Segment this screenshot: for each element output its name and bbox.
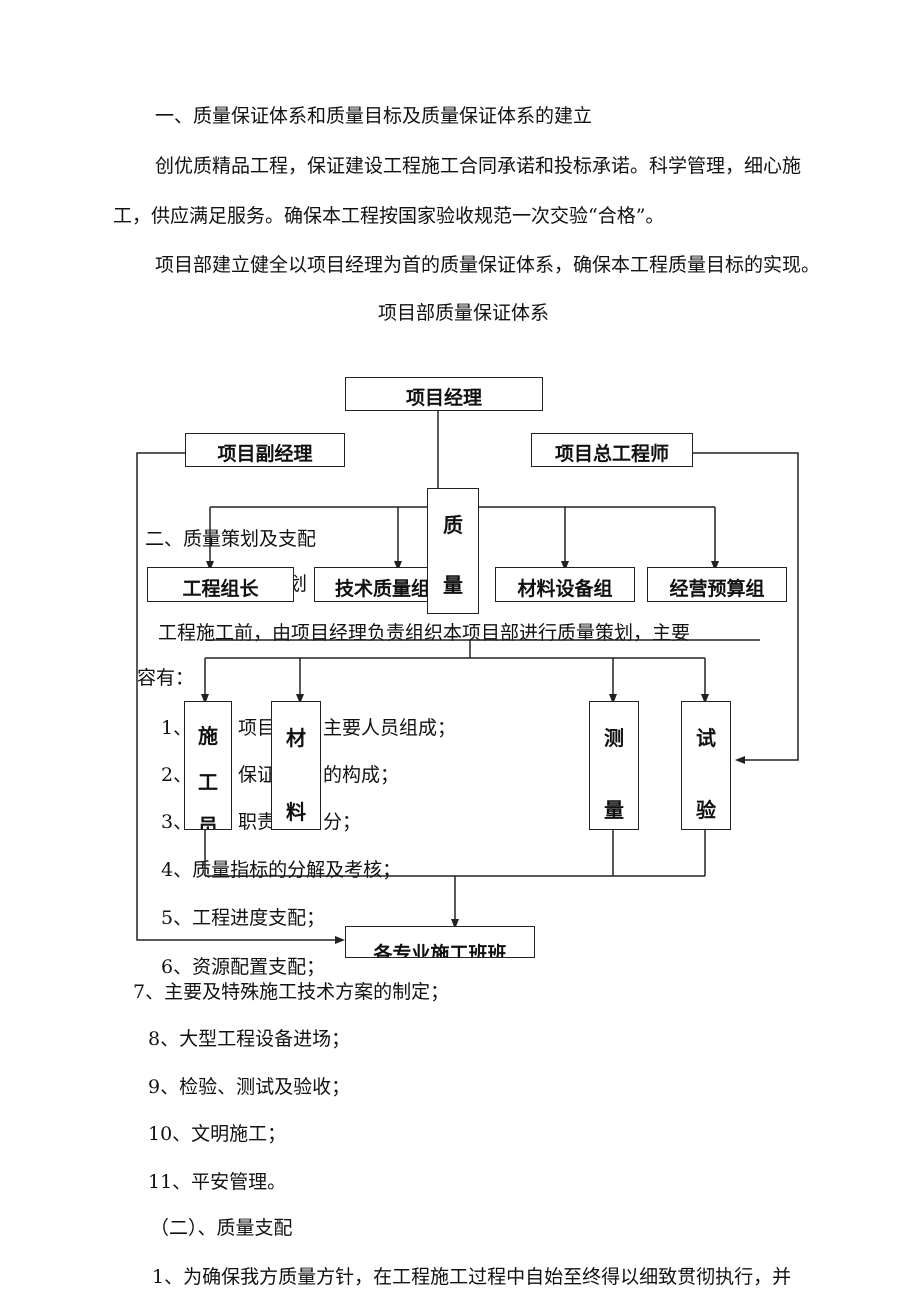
box-project-manager: 项目经理 — [345, 377, 543, 411]
box-quality-dept-char-1: 质 — [443, 513, 463, 537]
box-test-staff-char-1: 试 — [696, 726, 716, 750]
box-material-staff-char-2: 料 — [286, 800, 306, 824]
box-survey-staff-char-1: 测 — [604, 726, 624, 750]
item-1-part-b: 主要人员组成； — [323, 717, 457, 739]
item-9: 9、检验、测试及验收； — [148, 1076, 351, 1098]
box-budget-group: 经营预算组 — [647, 567, 787, 602]
box-materials-group: 材料设备组 — [495, 567, 635, 602]
item-4: 4、质量指标的分解及考核； — [161, 859, 402, 881]
section-heading-2: 二、质量策划及支配 — [145, 528, 317, 550]
subsection-heading: （二）、质量支配 — [150, 1217, 293, 1239]
last-paragraph-line: 1、为确保我方质量方针，在工程施工过程中自始至终得以细致贯彻执行，并 — [152, 1266, 792, 1288]
box-construction-teams-label: 各专业施工班班 — [373, 943, 507, 958]
box-construction-staff-char-1: 施 — [198, 724, 218, 748]
item-8: 8、大型工程设备进场； — [148, 1028, 351, 1050]
item-10: 10、文明施工； — [148, 1123, 287, 1145]
box-deputy-manager: 项目副经理 — [185, 433, 345, 467]
box-budget-group-label: 经营预算组 — [669, 578, 765, 600]
box-material-staff-char-1: 材 — [286, 726, 306, 750]
box-engineering-group-label: 工程组长 — [182, 578, 259, 600]
planning-text: 工程施工前，由项目经理负责组织本项目部进行质量策划，主要 — [158, 622, 691, 644]
box-test-staff-char-2: 验 — [696, 798, 716, 822]
box-test-staff: 试 验 — [681, 701, 731, 830]
item-5: 5、工程进度支配； — [161, 907, 326, 929]
box-survey-staff-char-2: 量 — [604, 798, 624, 822]
paragraph-1-line-2: 工，供应满足服务。确保本工程按国家验收规范一次交验“合格”。 — [113, 205, 665, 227]
box-quality-dept-char-2: 量 — [443, 573, 463, 597]
box-chief-engineer: 项目总工程师 — [531, 433, 693, 467]
paragraph-2: 项目部建立健全以项目经理为首的质量保证体系，确保本工程质量目标的实现。 — [155, 254, 821, 276]
item-11: 11、平安管理。 — [148, 1171, 287, 1193]
box-survey-staff: 测 量 — [589, 701, 639, 830]
item-7: 7、主要及特殊施工技术方案的制定； — [133, 981, 450, 1003]
box-tech-quality-group-label: 技术质量组 — [335, 578, 431, 600]
section-heading-1: 一、质量保证体系和质量目标及质量保证体系的建立 — [155, 105, 593, 127]
box-materials-group-label: 材料设备组 — [517, 578, 613, 600]
box-construction-teams: 各专业施工班班 — [345, 926, 535, 958]
item-6: 6、资源配置支配； — [161, 956, 326, 978]
box-material-staff: 材 料 — [271, 701, 321, 830]
box-construction-staff-char-2: 工 — [198, 770, 218, 794]
box-deputy-manager-label: 项目副经理 — [217, 443, 313, 465]
item-3-part-b: 分； — [323, 811, 362, 833]
box-engineering-group: 工程组长 — [147, 567, 294, 602]
box-tech-quality-group: 技术质量组 — [314, 567, 446, 602]
planning-content-label: 容有： — [137, 667, 195, 689]
paragraph-1-line-1: 创优质精品工程，保证建设工程施工合同承诺和投标承诺。科学管理，细心施 — [155, 155, 802, 177]
chart-title: 项目部质量保证体系 — [378, 302, 550, 324]
item-2-part-b: 的构成； — [323, 764, 400, 786]
box-chief-engineer-label: 项目总工程师 — [554, 443, 669, 465]
box-quality-dept: 质 量 — [427, 488, 479, 614]
box-construction-staff: 施 工 员 — [184, 701, 232, 830]
box-construction-staff-char-3: 员 — [198, 814, 218, 830]
box-project-manager-label: 项目经理 — [405, 387, 482, 409]
